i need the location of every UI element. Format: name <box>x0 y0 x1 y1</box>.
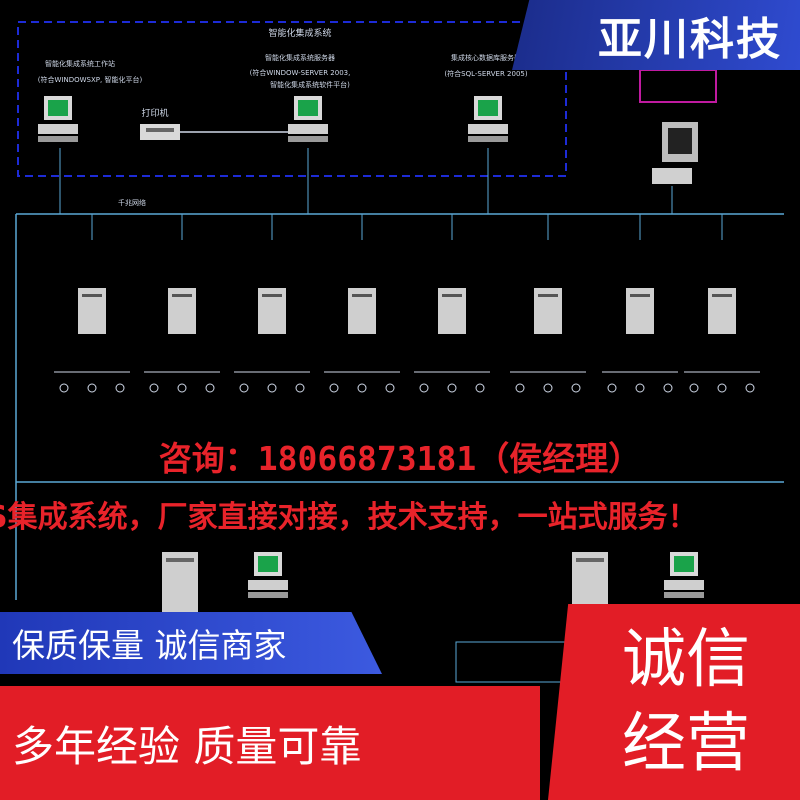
lower-server2-icon <box>572 552 608 612</box>
lower-server-icon <box>162 552 198 612</box>
workstation-computer-icon <box>38 96 78 142</box>
workstation-sub: (符合WINDOWSXP, 智能化平台) <box>38 75 143 84</box>
integrity-line1: 诚信 <box>622 623 750 697</box>
remote-terminal-icon <box>652 122 698 184</box>
integration-system-frame <box>17 21 567 177</box>
experience-tag: 多年经验 质量可靠 <box>0 686 540 800</box>
quality-tag: 保质保量 诚信商家 <box>0 612 382 674</box>
database-computer-icon <box>468 96 508 142</box>
server-computer-icon <box>288 96 328 142</box>
lan-label: 千兆网络 <box>118 198 146 207</box>
printer-label: 打印机 <box>141 107 168 119</box>
integrity-tag: 诚信 经营 <box>548 604 800 800</box>
lower-workstation-icon <box>248 552 288 598</box>
server-sub2: 智能化集成系统软件平台) <box>270 80 350 89</box>
contact-phone: 咨询：18066873181（侯经理） <box>158 439 642 478</box>
server-label: 智能化集成系统服务器 <box>265 53 335 62</box>
printer-icon <box>140 124 180 140</box>
server-sub: (符合WINDOW-SERVER 2003, <box>250 68 351 77</box>
workstation-label: 智能化集成系统工作站 <box>45 59 115 68</box>
brand-banner: 亚川科技 <box>512 0 800 70</box>
lower-workstation2-icon <box>664 552 704 598</box>
service-slogan: S集成系统，厂家直接对接，技术支持，一站式服务！ <box>0 500 698 535</box>
subsystem-row <box>54 214 760 393</box>
integrity-line2: 经营 <box>622 707 750 781</box>
database-label: 集成核心数据库服务器 <box>451 53 521 62</box>
diagram-title: 智能化集成系统 <box>268 27 331 39</box>
database-sub: (符合SQL-SERVER 2005) <box>444 69 527 78</box>
remote-display-frame <box>639 69 717 103</box>
